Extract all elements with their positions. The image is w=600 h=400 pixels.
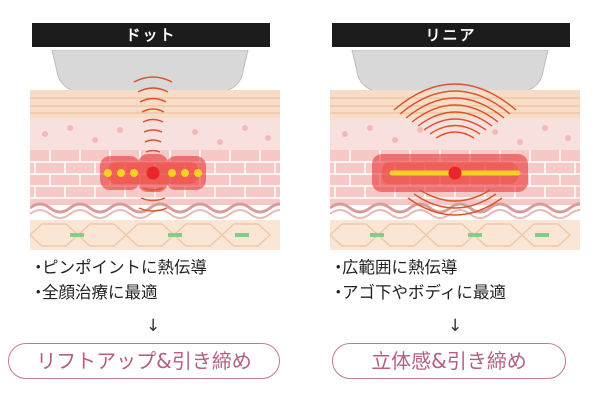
linear-bullet-text: アゴ下やボディに最適 [342,283,506,302]
linear-bullet-list: ・広範囲に熱伝導 ・アゴ下やボディに最適 [330,255,580,305]
dot-result-pill: リフトアップ&引き締め [8,343,280,379]
bullet-marker: ・ [30,258,47,277]
linear-bullet-text: 広範囲に熱伝導 [342,258,458,277]
dot-bullet-item: ・ピンポイントに熱伝導 [30,255,280,280]
bullet-marker: ・ [30,283,47,302]
dot-panel: ドット [8,0,280,400]
linear-panel: リニア [330,0,580,400]
linear-result-pill: 立体感&引き締め [332,343,566,379]
dot-down-arrow-icon: ↓ [146,316,161,336]
linear-bullet-item: ・広範囲に熱伝導 [330,255,580,280]
dot-bullet-item: ・全顔治療に最適 [30,280,280,305]
dot-bullet-text: 全顔治療に最適 [42,283,158,302]
device-head [351,50,549,93]
linear-skin-diagram [330,50,580,250]
linear-bullet-item: ・アゴ下やボディに最適 [330,280,580,305]
dot-focus-point [146,166,160,180]
dot-skin-diagram [30,50,280,250]
dot-title: ドット [32,23,270,47]
linear-down-arrow-icon: ↓ [448,316,463,336]
linear-focus-point [448,166,462,180]
dot-bullet-list: ・ピンポイントに熱伝導 ・全顔治療に最適 [30,255,280,305]
bullet-marker: ・ [330,258,347,277]
device-head [51,50,249,93]
linear-title: リニア [332,23,570,47]
bullet-marker: ・ [330,283,347,302]
dot-bullet-text: ピンポイントに熱伝導 [42,258,207,277]
